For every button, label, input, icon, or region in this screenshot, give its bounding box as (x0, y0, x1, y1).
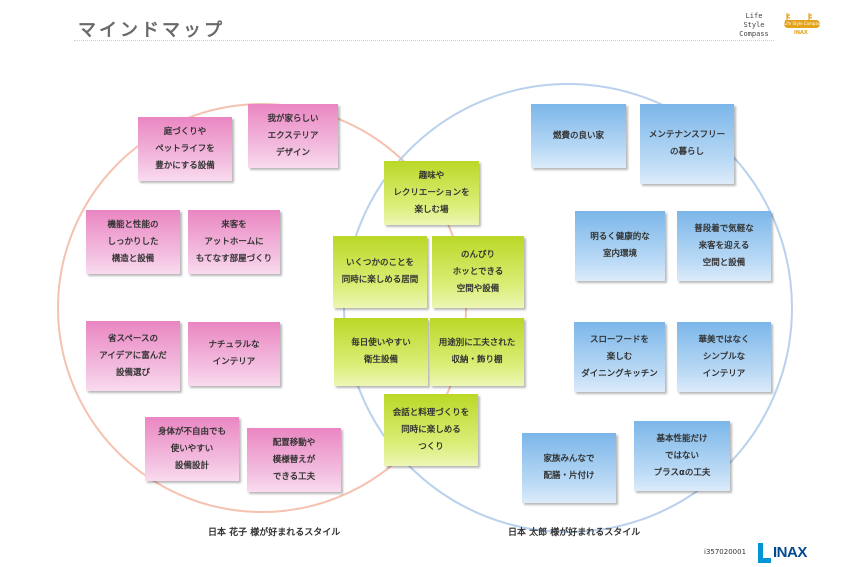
note-text: のんびり ホッとできる 空間や設備 (452, 249, 504, 294)
logo-mark (758, 558, 771, 563)
badge-sub: INAX (794, 30, 808, 36)
green-sticky-note: のんびり ホッとできる 空間や設備 (432, 236, 524, 308)
right-style-circle (343, 83, 793, 533)
left-style-caption: 日本 花子 様が好まれるスタイル (208, 528, 341, 538)
green-sticky-note: 趣味や レクリエーションを 楽しむ場 (384, 161, 479, 225)
pink-sticky-note: ナチュラルな インテリア (188, 322, 280, 386)
brand-line: Compass (739, 30, 769, 38)
note-text: 機能と性能の しっかりした 構造と設備 (107, 219, 159, 264)
note-text: いくつかのことを 同時に楽しめる居間 (341, 258, 419, 285)
note-text: 会話と料理づくりを 同時に楽しめる つくり (392, 407, 470, 452)
note-text: 配置移動や 模様替えが できる工夫 (272, 437, 316, 482)
badge-plate: Life Style Compass (784, 20, 820, 28)
note-text: 趣味や レクリエーションを 楽しむ場 (393, 170, 470, 215)
key-icon: ⚷ (782, 11, 793, 27)
pink-sticky-note: 機能と性能の しっかりした 構造と設備 (86, 210, 180, 274)
blue-sticky-note: 明るく健康的な 室内環境 (575, 211, 665, 281)
note-text: 家族みんなで 配膳・片付け (543, 454, 595, 481)
title-divider (74, 40, 774, 41)
page-title: マインドマップ (78, 20, 225, 41)
note-text: 庭づくりや ペットライフを 豊かにする設備 (155, 126, 215, 171)
note-text: メンテナンスフリー の暮らし (648, 130, 726, 157)
inax-logo: INAX (758, 543, 820, 563)
blue-sticky-note: 基本性能だけ ではない プラスαの工夫 (634, 421, 730, 491)
note-text: 華美ではなく シンプルな インテリア (698, 334, 750, 379)
blue-sticky-note: 普段着で気軽な 来客を迎える 空間と設備 (677, 211, 771, 281)
blue-sticky-note: 燃費の良い家 (531, 104, 626, 168)
green-sticky-note: 会話と料理づくりを 同時に楽しめる つくり (384, 394, 478, 466)
pink-sticky-note: 配置移動や 模様替えが できる工夫 (247, 428, 341, 492)
note-text: 身体が不自由でも 使いやすい 設備設計 (157, 426, 226, 471)
key-icon: ⚷ (804, 11, 815, 27)
blue-sticky-note: 華美ではなく シンプルな インテリア (677, 322, 771, 392)
note-text: 明るく健康的な 室内環境 (590, 232, 650, 259)
logo-text: INAX (773, 544, 807, 561)
note-text: 普段着で気軽な 来客を迎える 空間と設備 (694, 223, 754, 268)
right-style-caption: 日本 太郎 様が好まれるスタイル (508, 528, 641, 538)
pink-sticky-note: 我が家らしい エクステリア デザイン (248, 104, 338, 168)
note-text: ナチュラルな インテリア (208, 340, 260, 367)
blue-sticky-note: 家族みんなで 配膳・片付け (522, 433, 616, 503)
pink-sticky-note: 身体が不自由でも 使いやすい 設備設計 (145, 417, 239, 481)
brand-line: Life (745, 12, 763, 20)
brand-line: Style (743, 21, 765, 29)
green-sticky-note: 用途別に工夫された 収納・飾り棚 (430, 318, 524, 386)
note-text: スローフードを 楽しむ ダイニングキッチン (581, 334, 658, 379)
note-text: 燃費の良い家 (552, 130, 604, 141)
document-code: i357020001 (704, 548, 747, 556)
note-text: 毎日使いやすい 衛生設備 (351, 338, 411, 365)
pink-sticky-note: 省スペースの アイデアに富んだ 設備選び (86, 321, 180, 391)
note-text: 我が家らしい エクステリア デザイン (267, 113, 319, 158)
note-text: 用途別に工夫された 収納・飾り棚 (438, 338, 516, 365)
green-sticky-note: いくつかのことを 同時に楽しめる居間 (333, 236, 427, 308)
blue-sticky-note: メンテナンスフリー の暮らし (640, 104, 734, 184)
note-text: 来客を アットホームに もてなす部屋づくり (195, 219, 273, 264)
keys-badge-logo: ⚷ ⚷ Life Style Compass INAX (780, 10, 824, 46)
pink-sticky-note: 庭づくりや ペットライフを 豊かにする設備 (138, 117, 232, 181)
green-sticky-note: 毎日使いやすい 衛生設備 (334, 318, 428, 386)
blue-sticky-note: スローフードを 楽しむ ダイニングキッチン (574, 322, 665, 392)
note-text: 省スペースの アイデアに富んだ 設備選び (99, 333, 167, 378)
brand-wordmark: Life Style Compass (732, 12, 776, 39)
pink-sticky-note: 来客を アットホームに もてなす部屋づくり (188, 210, 280, 274)
note-text: 基本性能だけ ではない プラスαの工夫 (653, 433, 711, 478)
logo-mark (758, 543, 763, 563)
